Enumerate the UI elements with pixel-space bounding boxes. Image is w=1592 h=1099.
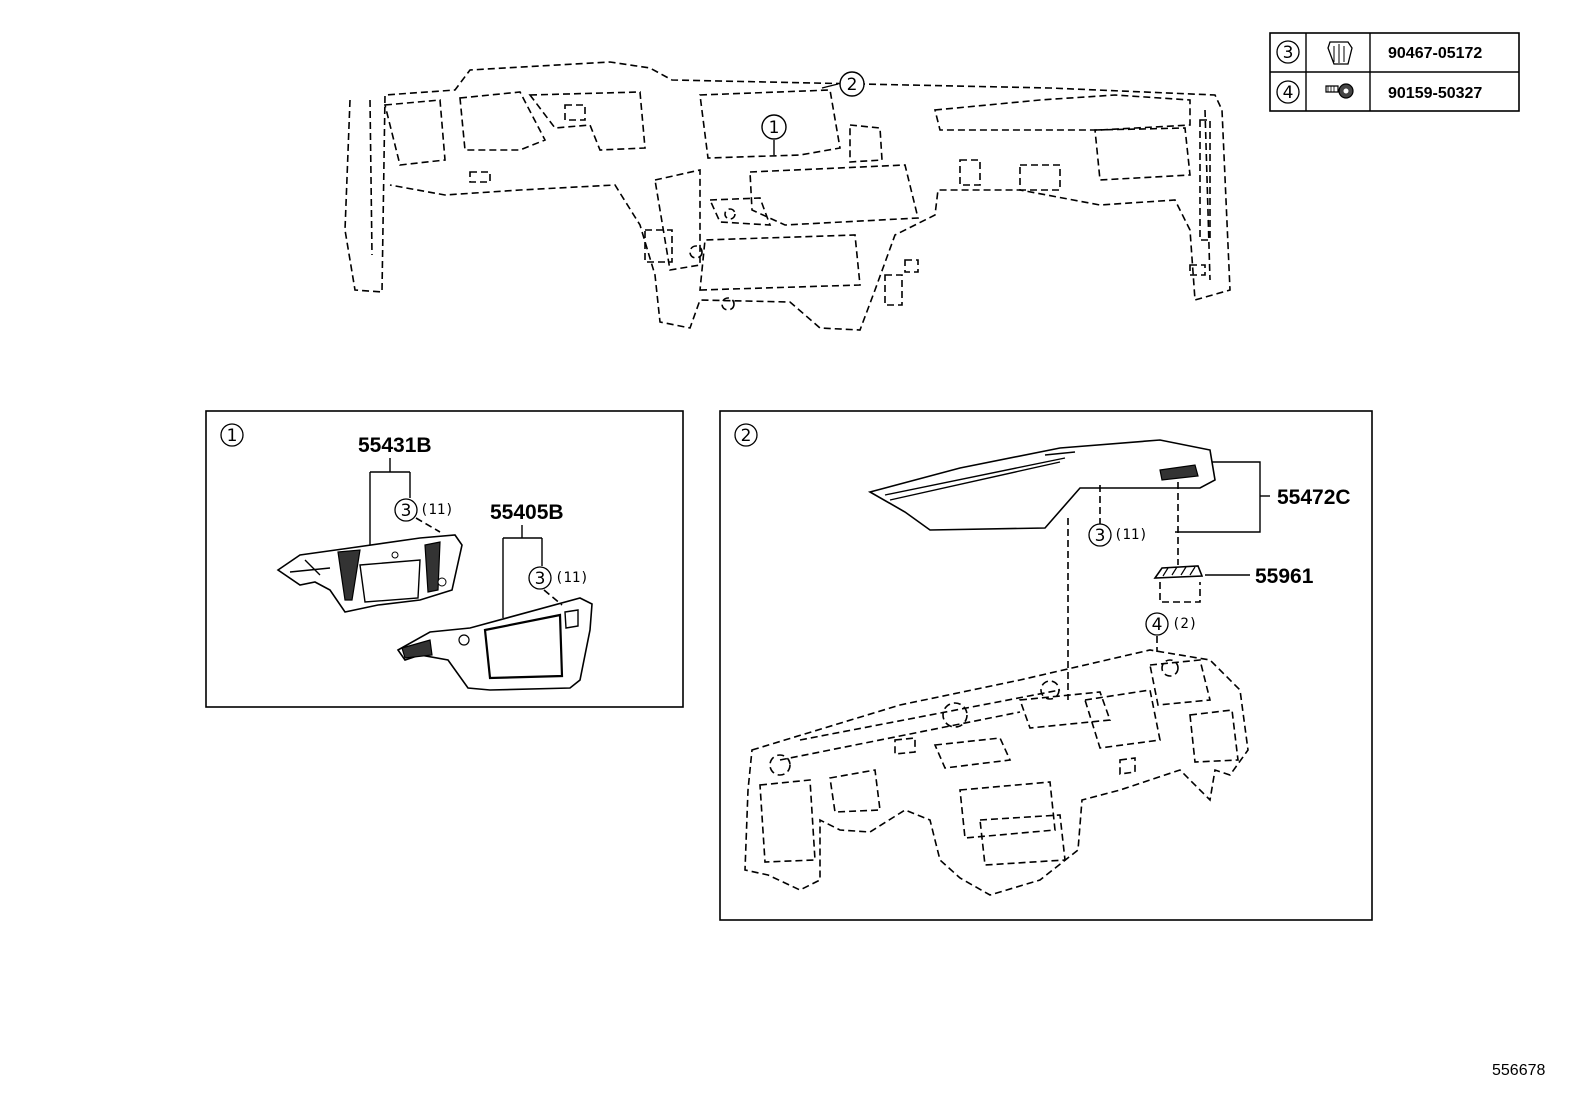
screw-callout-4[interactable]: 4 (2): [1145, 612, 1197, 636]
svg-text:(2): (2): [1172, 616, 1197, 632]
svg-text:1: 1: [769, 118, 780, 138]
part-label-55405b[interactable]: 55405B: [490, 501, 564, 524]
clip-callout-3-b[interactable]: 3 (11): [528, 566, 589, 606]
part-55472c-upper-panel[interactable]: [867, 439, 1216, 531]
svg-text:3: 3: [401, 501, 412, 521]
clip-callout-3-a[interactable]: 3 (11): [394, 498, 454, 533]
dashboard-detail-outline: [744, 649, 1249, 896]
callout-2[interactable]: 2: [839, 71, 865, 97]
svg-text:3: 3: [1283, 43, 1294, 63]
part-label-55961[interactable]: 55961: [1255, 565, 1314, 588]
svg-text:90159-50327: 90159-50327: [1388, 85, 1482, 102]
svg-text:2: 2: [741, 426, 752, 446]
part-55961-vent[interactable]: [1153, 565, 1204, 579]
detail-1-ref: 1: [220, 423, 244, 447]
dashboard-overview: [344, 61, 1231, 331]
svg-text:3: 3: [1095, 526, 1106, 546]
svg-text:1: 1: [227, 426, 238, 446]
svg-text:2: 2: [847, 75, 858, 95]
clip-callout-3-c[interactable]: 3 (11): [1088, 523, 1148, 547]
detail-2-panel: 2 55472C 3 (11) 55961 4 (: [719, 410, 1373, 921]
part-label-55472c[interactable]: 55472C: [1277, 486, 1351, 509]
svg-text:4: 4: [1152, 615, 1163, 635]
detail-1-panel: 1 55431B 3 (11) 55405B: [205, 410, 684, 708]
fastener-legend: 3 90467-05172 4 90159-50327: [1269, 32, 1520, 112]
screw-icon: [1325, 83, 1354, 99]
part-label-55431b[interactable]: 55431B: [358, 434, 432, 457]
part-55405b-panel[interactable]: [396, 597, 593, 691]
part-55431b-bracket[interactable]: [276, 534, 463, 613]
svg-text:(11): (11): [420, 502, 454, 518]
callout-1[interactable]: 1: [761, 114, 787, 140]
svg-text:4: 4: [1283, 83, 1294, 103]
legend-row-4[interactable]: 4 90159-50327: [1276, 80, 1482, 104]
detail-2-ref: 2: [734, 423, 758, 447]
svg-text:(11): (11): [1114, 527, 1148, 543]
svg-text:(11): (11): [555, 570, 589, 586]
clip-icon: [1327, 41, 1353, 65]
svg-text:90467-05172: 90467-05172: [1388, 45, 1482, 62]
svg-text:3: 3: [535, 569, 546, 589]
diagram-id: 556678: [1492, 1062, 1545, 1079]
legend-row-3[interactable]: 3 90467-05172: [1276, 40, 1482, 65]
